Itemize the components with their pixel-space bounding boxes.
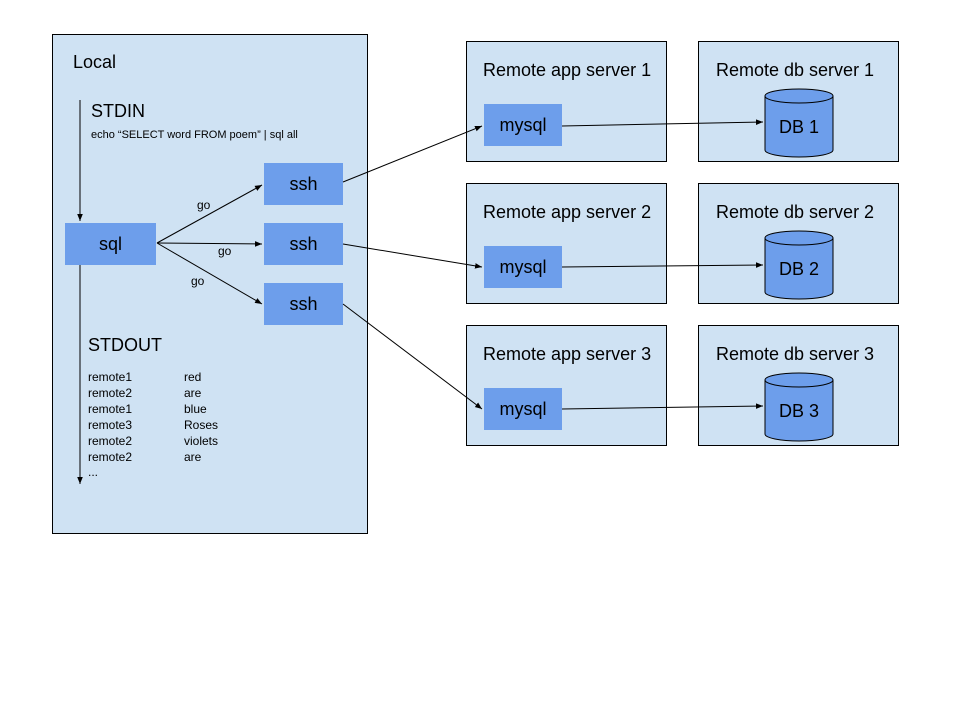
sql-node: sql bbox=[65, 223, 156, 265]
stdout-word: violets bbox=[184, 434, 219, 448]
stdout-host: remote2 bbox=[88, 386, 133, 400]
ssh-label-1: ssh bbox=[289, 173, 318, 194]
list-item: remote1 red bbox=[88, 369, 218, 385]
sql-label: sql bbox=[98, 233, 122, 254]
mysql-db-arrow-2 bbox=[561, 262, 764, 268]
list-item: remote2 are bbox=[88, 385, 218, 401]
go-label-3: go bbox=[191, 274, 205, 288]
list-item: remote1 blue bbox=[88, 401, 218, 417]
db-label-3: DB 3 bbox=[778, 401, 820, 421]
stdout-host: remote2 bbox=[88, 450, 133, 464]
go-arrow-1 bbox=[156, 184, 263, 244]
stdout-host: remote3 bbox=[88, 418, 133, 432]
db-server-title-2: Remote db server 2 bbox=[716, 202, 875, 222]
ssh-mysql-arrow-3 bbox=[342, 303, 483, 410]
list-item: remote2 are bbox=[88, 449, 218, 465]
mysql-node-1: mysql bbox=[484, 104, 562, 146]
stdout-word: red bbox=[184, 370, 202, 384]
stdout-word: are bbox=[184, 450, 202, 464]
go-arrow-2 bbox=[156, 241, 263, 247]
database-icon bbox=[764, 372, 834, 442]
db-server-title-1: Remote db server 1 bbox=[716, 60, 875, 80]
list-item: remote3 Roses bbox=[88, 417, 218, 433]
mysql-node-2: mysql bbox=[484, 246, 562, 288]
stdout-host: remote1 bbox=[88, 402, 133, 416]
go-arrow-3 bbox=[156, 242, 263, 305]
app-server-title-2: Remote app server 2 bbox=[483, 202, 652, 222]
stdout-list: remote1 red remote2 are remote1 blue rem… bbox=[88, 369, 218, 479]
db-label-2: DB 2 bbox=[778, 259, 820, 279]
local-title: Local bbox=[73, 52, 117, 72]
mysql-label-1: mysql bbox=[499, 114, 547, 135]
mysql-label-2: mysql bbox=[499, 256, 547, 277]
go-label-1: go bbox=[197, 198, 211, 212]
db-label-1: DB 1 bbox=[778, 117, 820, 137]
stdout-ellipsis: ... bbox=[88, 465, 99, 479]
mysql-label-3: mysql bbox=[499, 398, 547, 419]
ssh-node-3: ssh bbox=[264, 283, 343, 325]
stdout-word: are bbox=[184, 386, 202, 400]
stdout-word: Roses bbox=[184, 418, 219, 432]
mysql-db-arrow-3 bbox=[561, 403, 764, 410]
ssh-mysql-arrow-1 bbox=[342, 125, 483, 183]
ssh-label-3: ssh bbox=[289, 293, 318, 314]
db-server-title-3: Remote db server 3 bbox=[716, 344, 875, 364]
list-item: remote2 violets bbox=[88, 433, 218, 449]
stdout-host: remote1 bbox=[88, 370, 133, 384]
stdin-label: STDIN bbox=[91, 101, 145, 121]
mysql-node-3: mysql bbox=[484, 388, 562, 430]
stdout-label: STDOUT bbox=[88, 335, 162, 355]
database-icon bbox=[764, 230, 834, 300]
app-server-title-3: Remote app server 3 bbox=[483, 344, 652, 364]
database-icon bbox=[764, 88, 834, 158]
app-server-title-1: Remote app server 1 bbox=[483, 60, 652, 80]
go-label-2: go bbox=[218, 244, 232, 258]
ssh-node-1: ssh bbox=[264, 163, 343, 205]
stdout-word: blue bbox=[184, 402, 207, 416]
ssh-label-2: ssh bbox=[289, 233, 318, 254]
ssh-mysql-arrow-2 bbox=[342, 243, 483, 269]
mysql-db-arrow-1 bbox=[561, 119, 764, 127]
stdout-host: remote2 bbox=[88, 434, 133, 448]
ssh-node-2: ssh bbox=[264, 223, 343, 265]
stdin-command: echo “SELECT word FROM poem” | sql all bbox=[91, 129, 298, 141]
